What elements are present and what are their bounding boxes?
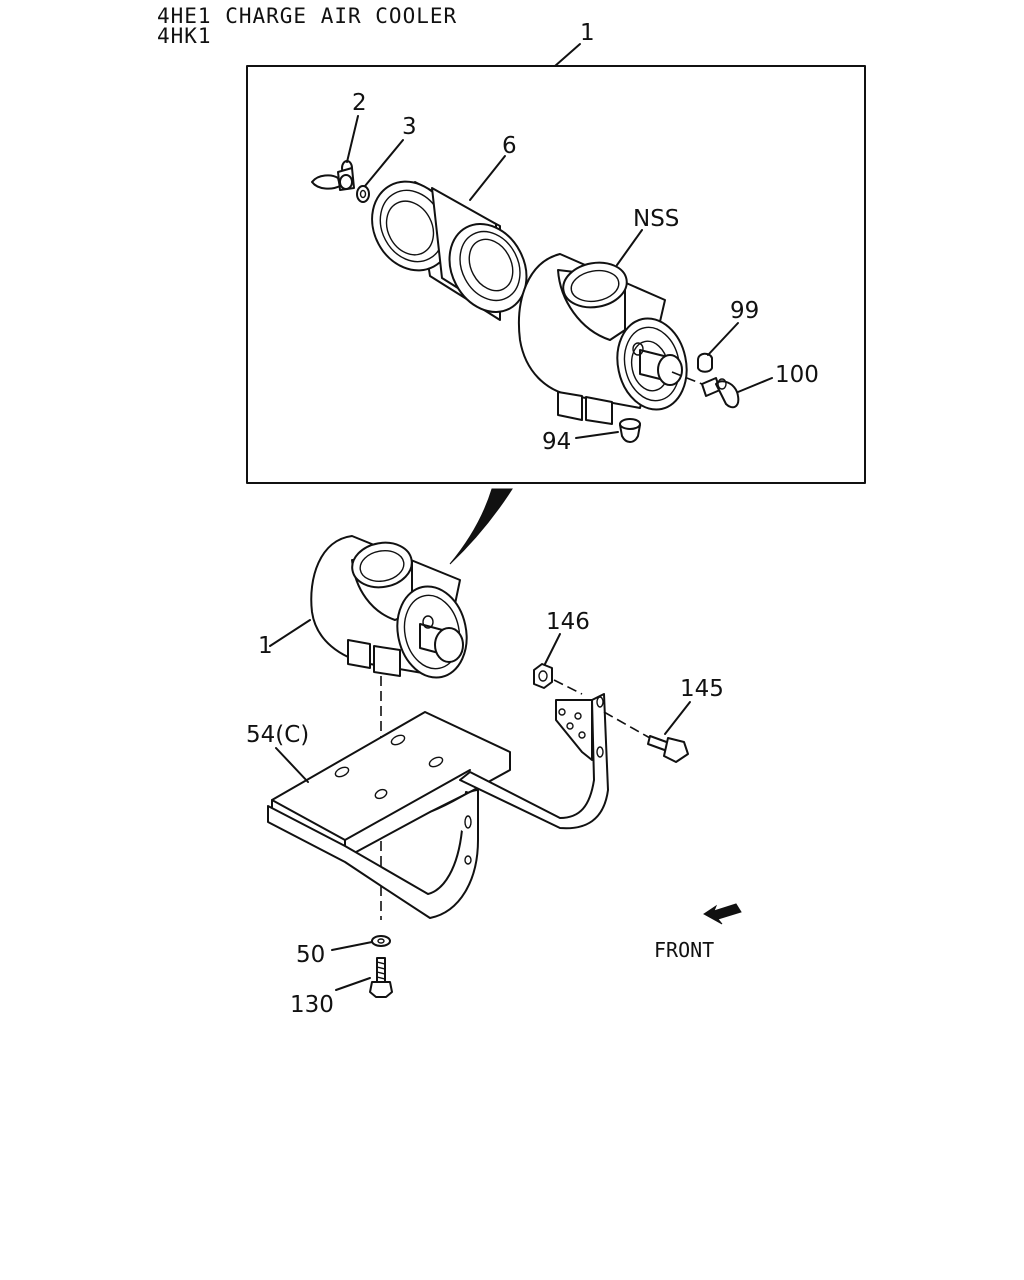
detail-pointer xyxy=(449,488,513,565)
bolt-130-part xyxy=(369,957,393,998)
leader-130 xyxy=(335,977,371,991)
bolt-part xyxy=(647,735,689,763)
indicator-part xyxy=(701,377,740,409)
leader-94 xyxy=(575,431,619,439)
leader-2 xyxy=(346,115,359,163)
nut-part xyxy=(533,663,553,689)
callout-2: 2 xyxy=(352,90,367,116)
cap-part xyxy=(697,352,713,373)
filter-element-part xyxy=(371,180,528,321)
leader-145 xyxy=(664,701,691,735)
leader-99 xyxy=(707,322,739,356)
callout-nss: NSS xyxy=(633,206,679,232)
callout-54c: 54(C) xyxy=(246,722,309,748)
callout-130: 130 xyxy=(290,992,334,1018)
wing-bolt-part xyxy=(311,160,355,191)
washer-50-part xyxy=(371,935,391,947)
callout-50: 50 xyxy=(296,942,325,968)
washer-part xyxy=(356,185,370,203)
front-label: FRONT xyxy=(654,938,714,962)
callout-3: 3 xyxy=(402,114,417,140)
leader-54c xyxy=(275,747,309,783)
leader-1-top xyxy=(554,43,581,67)
bracket-part xyxy=(267,693,609,919)
front-arrow-icon xyxy=(703,903,742,925)
leader-3 xyxy=(364,139,404,187)
callout-1-top: 1 xyxy=(580,20,595,46)
callout-99: 99 xyxy=(730,298,759,324)
leader-50 xyxy=(331,941,373,951)
air-cleaner-housing-part xyxy=(518,253,688,425)
diagram-title: 4HE1 CHARGE AIR COOLER xyxy=(157,4,458,28)
leader-1-lower xyxy=(269,619,311,647)
callout-94: 94 xyxy=(542,429,571,455)
callout-146: 146 xyxy=(546,609,590,635)
air-cleaner-assembly xyxy=(310,535,468,679)
dashline-indicator xyxy=(671,371,703,385)
dashline-nut xyxy=(553,679,583,695)
leader-100 xyxy=(737,377,773,393)
callout-1-lower: 1 xyxy=(258,633,273,659)
callout-145: 145 xyxy=(680,676,724,702)
leader-6 xyxy=(469,155,506,201)
valve-part xyxy=(619,418,641,443)
dashline-bolt xyxy=(603,711,651,739)
callout-6: 6 xyxy=(502,133,517,159)
diagram-subtitle: 4HK1 xyxy=(157,24,212,48)
leader-nss xyxy=(616,229,643,266)
callout-100: 100 xyxy=(775,362,819,388)
leader-146 xyxy=(544,633,561,665)
